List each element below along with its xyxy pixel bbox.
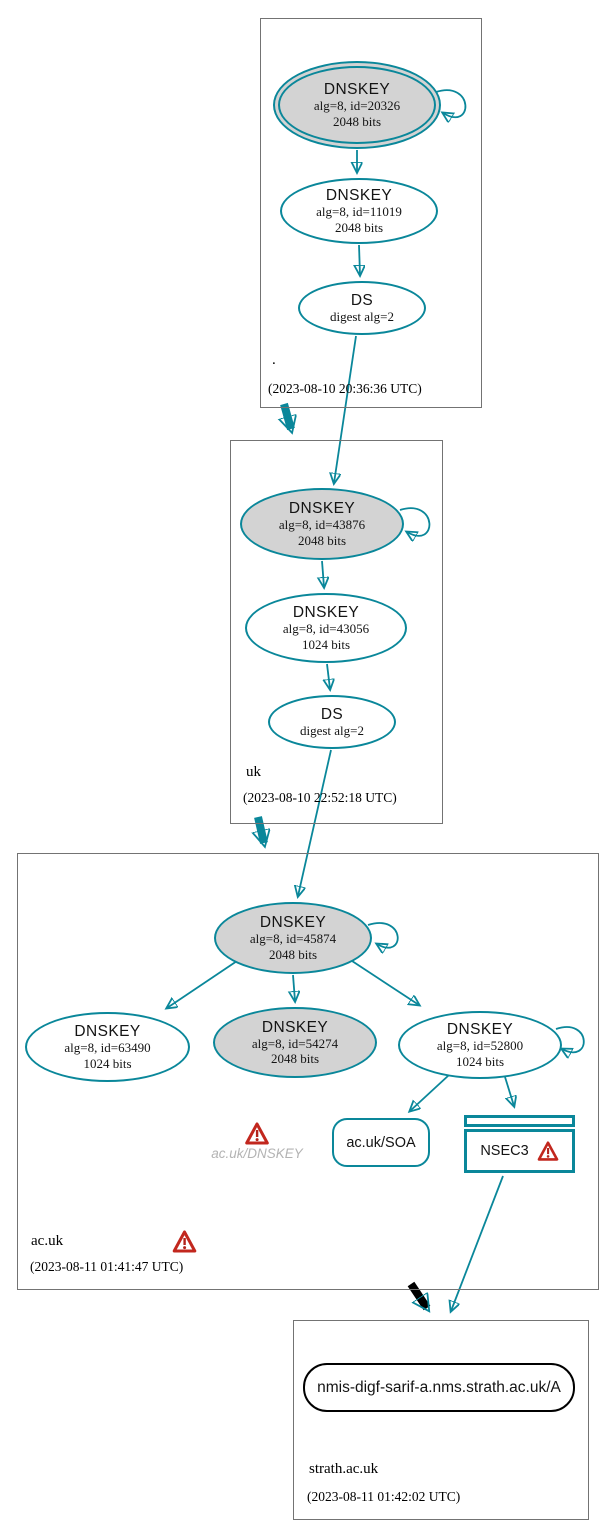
a-record-node[interactable]: nmis-digf-sarif-a.nms.strath.ac.uk/A — [303, 1363, 575, 1412]
ds-node-root[interactable]: DS digest alg=2 — [298, 281, 426, 335]
nsec3-label: NSEC3 — [480, 1143, 529, 1159]
node-detail: digest alg=2 — [299, 722, 365, 738]
node-title: DNSKEY — [288, 500, 356, 518]
dnskey-node-acuk-zsk3[interactable]: DNSKEY alg=8, id=52800 1024 bits — [398, 1011, 562, 1079]
node-title: DNSKEY — [74, 1023, 141, 1041]
node-detail: alg=8, id=54274 — [251, 1035, 339, 1051]
node-title: DS — [350, 291, 374, 309]
soa-rrset-node[interactable]: ac.uk/SOA — [332, 1118, 430, 1167]
node-title: DNSKEY — [261, 1018, 329, 1036]
dnskey-rrset-warning-label: ac.uk/DNSKEY — [211, 1146, 303, 1161]
warning-icon — [537, 1140, 559, 1162]
dnskey-node-acuk-zsk2[interactable]: DNSKEY alg=8, id=54274 2048 bits — [213, 1007, 377, 1078]
node-bits: 2048 bits — [297, 532, 347, 548]
node-bits: 2048 bits — [334, 219, 384, 235]
zone-name-root: . — [272, 352, 276, 368]
dnskey-node-root-ksk[interactable]: DNSKEY alg=8, id=20326 2048 bits — [273, 61, 441, 149]
dnskey-node-acuk-ksk[interactable]: DNSKEY alg=8, id=45874 2048 bits — [214, 902, 372, 974]
node-detail: digest alg=2 — [329, 308, 395, 324]
node-bits: 1024 bits — [455, 1053, 505, 1069]
node-detail: alg=8, id=63490 — [64, 1040, 151, 1056]
zone-timestamp-uk: (2023-08-10 22:52:18 UTC) — [243, 790, 397, 805]
zone-box-uk — [230, 440, 443, 824]
zone-box-root — [260, 18, 482, 408]
node-title: DNSKEY — [325, 187, 393, 205]
node-bits: 2048 bits — [268, 946, 318, 962]
dnskey-node-root-zsk[interactable]: DNSKEY alg=8, id=11019 2048 bits — [280, 178, 438, 244]
dnskey-node-uk-zsk[interactable]: DNSKEY alg=8, id=43056 1024 bits — [245, 593, 407, 663]
dnskey-node-uk-ksk[interactable]: DNSKEY alg=8, id=43876 2048 bits — [240, 488, 404, 560]
node-title: DNSKEY — [259, 914, 327, 932]
zone-timestamp-strath: (2023-08-11 01:42:02 UTC) — [307, 1489, 461, 1504]
node-detail: alg=8, id=11019 — [316, 204, 402, 220]
node-detail: alg=8, id=43056 — [282, 621, 370, 637]
nsec3-body: NSEC3 — [464, 1129, 575, 1173]
node-detail: alg=8, id=52800 — [436, 1038, 524, 1054]
zone-name-uk: uk — [246, 764, 261, 780]
zone-timestamp-root: (2023-08-10 20:36:36 UTC) — [268, 381, 422, 396]
node-title: DNSKEY — [446, 1021, 514, 1039]
node-title: DNSKEY — [323, 81, 391, 99]
node-bits: 2048 bits — [270, 1051, 320, 1067]
zone-name-strath: strath.ac.uk — [309, 1461, 379, 1477]
node-detail: alg=8, id=45874 — [249, 931, 337, 947]
ds-node-uk[interactable]: DS digest alg=2 — [268, 695, 396, 749]
node-detail: alg=8, id=43876 — [278, 517, 366, 533]
warning-icon — [245, 1122, 269, 1146]
node-bits: 2048 bits — [332, 113, 382, 129]
node-title: DS — [320, 705, 344, 723]
nsec3-node[interactable]: NSEC3 — [464, 1115, 575, 1173]
node-detail: alg=8, id=20326 — [313, 98, 401, 114]
node-bits: 1024 bits — [301, 636, 351, 652]
node-bits: 1024 bits — [83, 1055, 132, 1071]
nsec3-header-band — [464, 1115, 575, 1127]
zone-name-acuk: ac.uk — [31, 1233, 64, 1249]
dnskey-node-acuk-zsk1[interactable]: DNSKEY alg=8, id=63490 1024 bits — [25, 1012, 190, 1082]
zone-box-acuk — [17, 853, 599, 1290]
zone-box-strath — [293, 1320, 589, 1520]
node-title: DNSKEY — [292, 604, 360, 622]
warning-icon — [172, 1230, 197, 1254]
zone-timestamp-acuk: (2023-08-11 01:41:47 UTC) — [30, 1259, 184, 1274]
